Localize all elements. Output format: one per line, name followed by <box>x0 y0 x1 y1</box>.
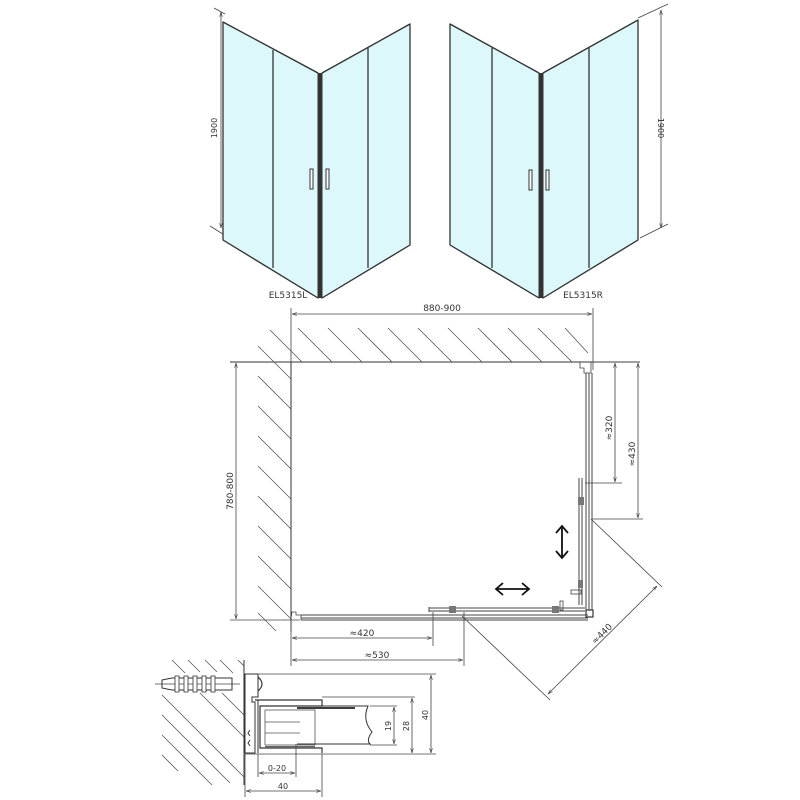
plan-view: 880-900 780-800 <box>226 304 663 701</box>
dim-0-20: 0-20 <box>268 764 286 773</box>
sliding-direction-horizontal-icon <box>494 582 531 596</box>
left-wall-hatch <box>257 345 292 632</box>
door-handle-icon <box>325 168 330 190</box>
door-handle-icon <box>545 169 550 191</box>
sliding-direction-vertical-icon <box>555 524 569 560</box>
dim-430: ≈430 <box>628 441 638 466</box>
profile-detail: 19 28 40 0-20 40 <box>155 659 436 797</box>
dim-40-vertical: 40 <box>421 710 430 720</box>
view-el5315l: 1900 EL5315L <box>209 7 411 301</box>
right-height-dim: 1900 <box>656 118 665 138</box>
dim-440: ≈440 <box>590 622 615 647</box>
door-handle-icon <box>528 169 533 191</box>
back-wall-hatch <box>269 327 589 363</box>
dim-320: ≈320 <box>605 415 615 440</box>
right-side-panel <box>570 362 594 618</box>
model-label-el5315l: EL5315L <box>269 291 308 301</box>
model-label-el5315r: EL5315R <box>563 291 603 301</box>
door-handle-icon <box>309 168 314 190</box>
left-height-dim: 1900 <box>210 118 219 138</box>
dim-420: ≈420 <box>350 629 375 639</box>
dim-40-horizontal: 40 <box>278 782 288 791</box>
wall-anchor-screw-icon <box>155 675 263 693</box>
dim-530: ≈530 <box>365 651 390 661</box>
width-dim: 880-900 <box>423 304 461 314</box>
dim-19: 19 <box>384 721 393 731</box>
front-panel <box>290 600 588 621</box>
depth-dim: 780-800 <box>226 472 236 510</box>
view-el5315r: 1900 EL5315R <box>449 3 669 301</box>
dim-28: 28 <box>402 721 411 731</box>
